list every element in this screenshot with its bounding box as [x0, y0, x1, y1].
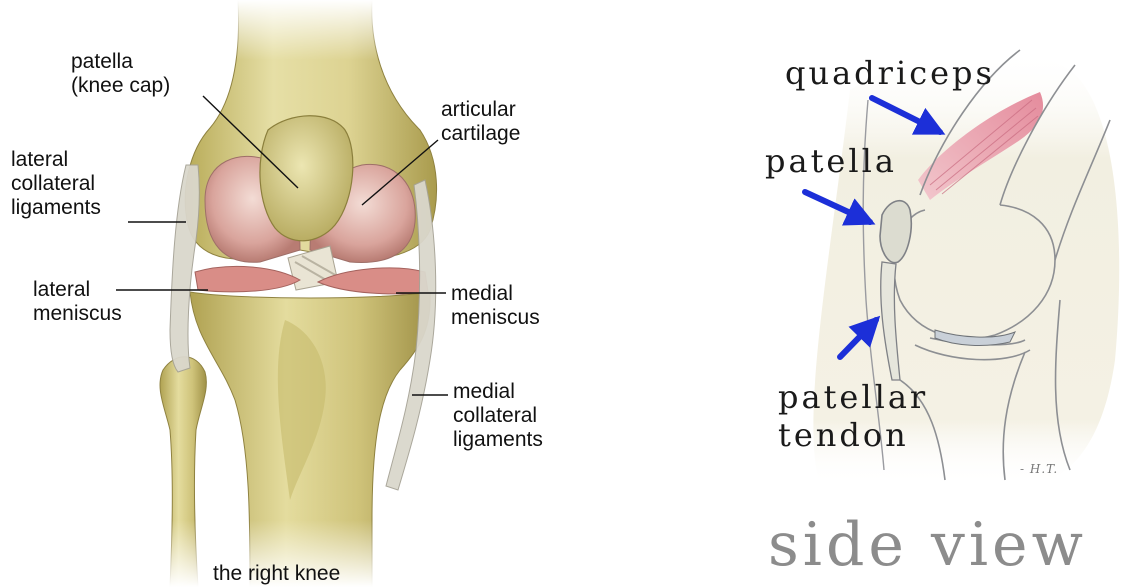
label-articular-cartilage: articular cartilage: [441, 98, 520, 146]
label-patellar-tendon-line-2: tendon: [778, 416, 928, 454]
label-articular-line-2: cartilage: [441, 122, 520, 146]
label-quadriceps: quadriceps: [785, 54, 995, 92]
label-medial-meniscus: medial meniscus: [451, 282, 540, 330]
label-lateral-meniscus-line-1: lateral: [33, 278, 122, 302]
lateral-collateral-ligament: [170, 165, 199, 372]
label-patella: patella (knee cap): [71, 50, 170, 98]
label-patella-line-2: (knee cap): [71, 74, 170, 98]
label-patella-line-1: patella: [71, 50, 170, 74]
lateral-meniscus: [195, 266, 300, 291]
label-mcl-line-1: medial: [453, 380, 543, 404]
label-lateral-collateral-ligaments: lateral collateral ligaments: [11, 148, 101, 220]
label-mcl-line-2: collateral: [453, 404, 543, 428]
label-lcl-line-1: lateral: [11, 148, 101, 172]
label-articular-line-1: articular: [441, 98, 520, 122]
label-lateral-meniscus: lateral meniscus: [33, 278, 122, 326]
label-patella-side: patella: [765, 142, 897, 180]
label-patellar-tendon: patellar tendon: [778, 378, 928, 454]
label-medial-meniscus-line-1: medial: [451, 282, 540, 306]
label-medial-collateral-ligaments: medial collateral ligaments: [453, 380, 543, 452]
front-view-caption: the right knee: [213, 562, 340, 586]
label-lateral-meniscus-line-2: meniscus: [33, 302, 122, 326]
label-medial-meniscus-line-2: meniscus: [451, 306, 540, 330]
artist-signature: - H.T.: [1020, 462, 1058, 476]
label-mcl-line-3: ligaments: [453, 428, 543, 452]
side-view-title: side view: [768, 510, 1087, 580]
label-lcl-line-3: ligaments: [11, 196, 101, 220]
label-lcl-line-2: collateral: [11, 172, 101, 196]
label-patellar-tendon-line-1: patellar: [778, 378, 928, 416]
